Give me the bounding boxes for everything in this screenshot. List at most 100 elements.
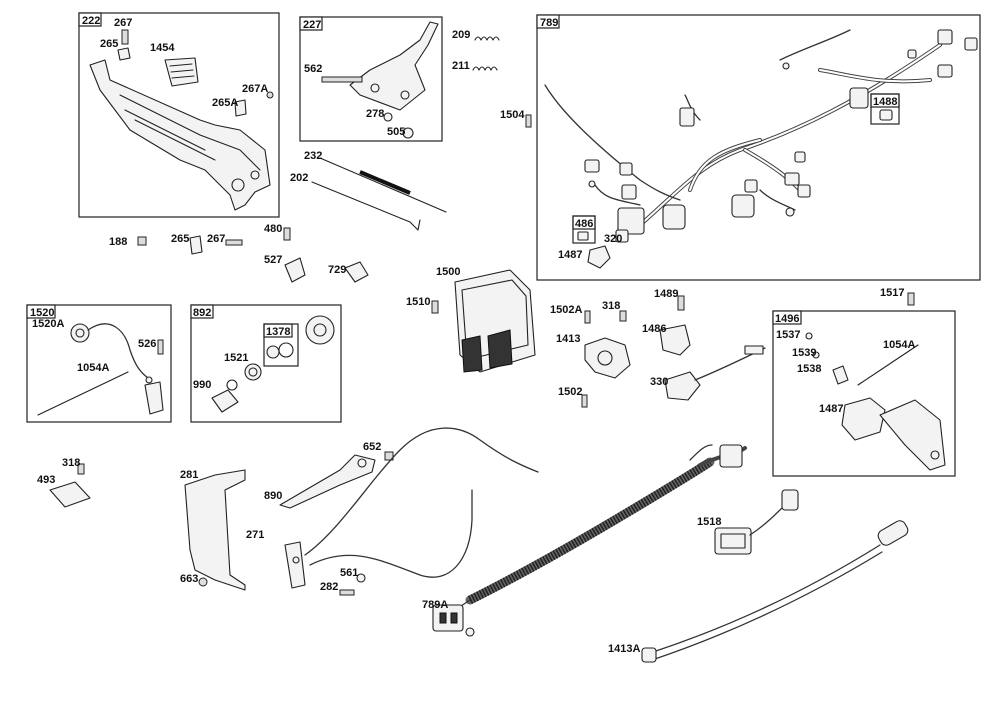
terminal-320	[615, 229, 629, 243]
label-1413A: 1413A	[608, 643, 640, 655]
seal-1487	[841, 397, 886, 441]
bracket-plate	[89, 59, 271, 211]
tag-box-1520	[26, 304, 56, 319]
label-729: 729	[328, 264, 346, 276]
screw-480	[283, 227, 291, 241]
tie-1054A	[37, 371, 129, 416]
label-330: 330	[650, 376, 668, 388]
ring-terminal	[785, 207, 795, 217]
label-1510: 1510	[406, 296, 430, 308]
tag-box-227	[299, 16, 323, 31]
rods: 232 202	[290, 150, 447, 231]
sensor-lead	[87, 323, 149, 379]
washer-278	[383, 112, 393, 122]
screw-1502	[581, 394, 588, 408]
tag-box-892	[190, 304, 214, 319]
bracket-hole	[250, 170, 260, 180]
connector-789A-plug	[432, 604, 464, 632]
ring-1378	[278, 342, 294, 358]
seal-1487	[587, 245, 611, 269]
connector	[937, 29, 953, 45]
plate-493	[49, 481, 91, 508]
springs: 209 211	[452, 29, 500, 72]
assembly-789: 789 1488	[536, 14, 981, 281]
ecu-connector	[487, 329, 513, 369]
screw-267A	[266, 91, 274, 99]
nut-1521	[244, 363, 262, 381]
harness-main-inner	[639, 44, 941, 226]
sensor-1486	[659, 324, 691, 356]
sensor-face	[75, 328, 85, 338]
throttle-body-1413	[584, 337, 631, 379]
connector-pin	[439, 612, 447, 624]
box-789	[536, 14, 981, 281]
bolt-1489	[677, 295, 685, 311]
assembly-892: 892 1378 1521 990	[190, 304, 342, 423]
connector	[584, 159, 600, 173]
connector	[679, 107, 695, 127]
tag-1520: 1520	[30, 307, 54, 319]
tag-1378: 1378	[266, 326, 290, 338]
lever-hole	[357, 458, 367, 468]
terminal-486	[577, 231, 589, 241]
label-562: 562	[304, 63, 322, 75]
nut-1521-hole	[248, 367, 258, 377]
label-1518: 1518	[697, 516, 721, 528]
screw-1510	[431, 300, 439, 314]
throttle-cable	[304, 427, 539, 556]
tag-486: 486	[575, 218, 593, 230]
rod-232	[319, 157, 447, 213]
label-188: 188	[109, 236, 127, 248]
label-267A: 267A	[242, 83, 268, 95]
tie-1054A	[857, 344, 919, 386]
connector	[937, 64, 953, 78]
ring-terminal	[588, 180, 596, 188]
assembly-227: 227 562 278 505	[299, 16, 443, 142]
connector	[797, 184, 811, 198]
connector-1518	[714, 527, 752, 555]
lever-890	[279, 454, 376, 509]
box-1378	[263, 323, 299, 367]
label-1517: 1517	[880, 287, 904, 299]
label-265: 265	[100, 38, 118, 50]
connector-1518-face	[720, 533, 746, 549]
grommet-1538	[832, 365, 849, 385]
ecu-connector	[461, 335, 483, 373]
wire-lead	[759, 189, 796, 211]
screw-318b	[77, 463, 85, 475]
sensor-1520A	[70, 323, 90, 343]
bolt-562	[321, 76, 363, 83]
spring-211	[472, 66, 498, 71]
o2-sensor-330	[664, 371, 701, 401]
harness-789A-lead	[689, 444, 713, 461]
key-switch-face	[313, 323, 327, 337]
label-265A: 265A	[212, 97, 238, 109]
label-652: 652	[363, 441, 381, 453]
screw-282	[339, 589, 355, 596]
nut-188	[137, 236, 147, 246]
label-1054Ab: 1054A	[883, 339, 915, 351]
rod-232-spring	[359, 170, 411, 195]
bracket-1496	[879, 399, 946, 471]
lead-1413A: 1413A	[608, 520, 909, 663]
connector-pin	[450, 612, 458, 624]
label-267b: 267	[207, 233, 225, 245]
label-318a: 318	[602, 300, 620, 312]
screw-1502A	[584, 310, 591, 324]
corrugated-sleeve	[467, 458, 713, 605]
bracket-271	[284, 541, 306, 589]
screw-267	[121, 29, 129, 45]
washer-1539	[812, 351, 820, 359]
label-202: 202	[290, 172, 308, 184]
screw-1517	[907, 292, 915, 306]
connector	[794, 151, 806, 163]
terminal-1413A	[641, 647, 657, 663]
harness-branch-inner	[689, 139, 801, 191]
bracket-slots	[124, 109, 216, 161]
label-278: 278	[366, 108, 384, 120]
bracket-1520	[144, 381, 164, 415]
label-1502: 1502	[558, 386, 582, 398]
connector-789A	[719, 444, 743, 468]
label-493: 493	[37, 474, 55, 486]
